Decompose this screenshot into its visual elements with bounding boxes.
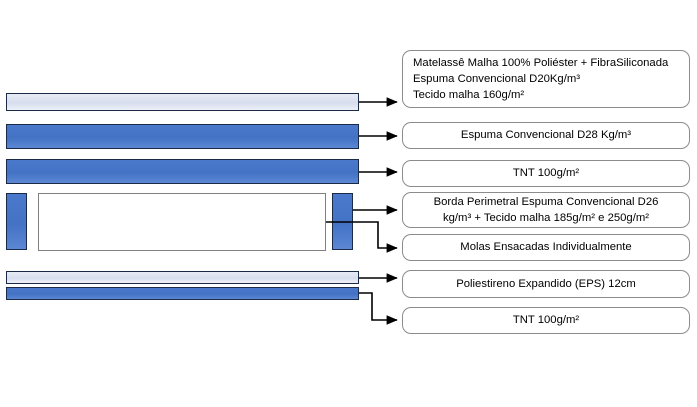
label-perimeter-border: Borda Perimetral Espuma Convencional D26… xyxy=(402,192,690,228)
foam-d28-layer xyxy=(6,124,359,149)
label-tnt-bottom: TNT 100g/m² xyxy=(402,307,690,334)
label-eps: Poliestireno Expandido (EPS) 12cm xyxy=(402,270,690,298)
label-quilt-line2: Espuma Convencional D20Kg/m³ xyxy=(413,72,581,85)
perimeter-border-left xyxy=(6,193,27,250)
label-tnt-top-text: TNT 100g/m² xyxy=(512,167,580,180)
label-tnt-top: TNT 100g/m² xyxy=(402,160,690,187)
quilt-top-layer xyxy=(6,93,359,111)
tnt-top-layer xyxy=(6,159,359,184)
label-foam-d28: Espuma Convencional D28 Kg/m³ xyxy=(402,122,690,149)
label-borda-line2: kg/m³ + Tecido malha 185g/m² e 250g/m² xyxy=(442,212,650,224)
label-foam-d28-text: Espuma Convencional D28 Kg/m³ xyxy=(460,129,632,142)
tnt-bottom-layer xyxy=(6,287,359,300)
label-quilt-top: Matelassê Malha 100% Poliéster + FibraSi… xyxy=(402,50,690,108)
pocket-springs-core xyxy=(38,193,326,251)
connector-tnt-bottom xyxy=(359,292,398,325)
label-pocket-springs: Molas Ensacadas Individualmente xyxy=(402,234,690,261)
label-quilt-line1: Matelassê Malha 100% Poliéster + FibraSi… xyxy=(413,56,669,69)
label-borda-line1: Borda Perimetral Espuma Convencional D26 xyxy=(433,195,659,208)
eps-layer xyxy=(6,271,359,284)
label-quilt-line3: Tecido malha 160g/m² xyxy=(413,89,525,102)
perimeter-border-right xyxy=(332,193,353,250)
label-eps-text: Poliestireno Expandido (EPS) 12cm xyxy=(456,277,636,290)
label-molas-text: Molas Ensacadas Individualmente xyxy=(460,241,632,254)
label-tnt-bottom-text: TNT 100g/m² xyxy=(512,314,580,327)
